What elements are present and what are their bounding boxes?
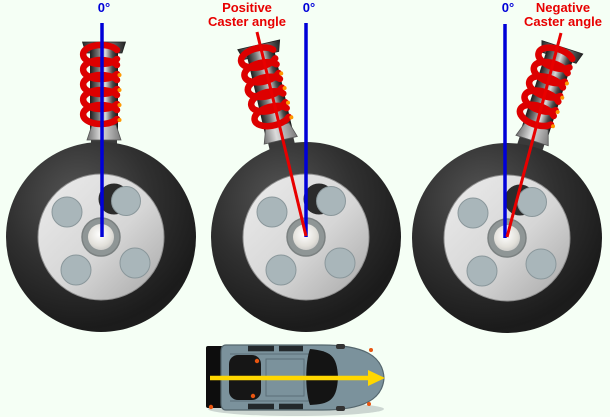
negative-caster-label-line2: Caster angle bbox=[523, 14, 603, 29]
positive-caster-label-line2: Caster angle bbox=[207, 14, 287, 29]
strut-spring-left bbox=[83, 42, 126, 150]
axis-label-right: 0° bbox=[501, 0, 515, 15]
positive-caster-line bbox=[255, 31, 308, 237]
strut-spring-center-positive bbox=[238, 40, 304, 155]
car-marker-lights bbox=[208, 348, 373, 410]
negative-caster-label-line1: Negative bbox=[535, 0, 591, 15]
car-top-view bbox=[206, 344, 385, 416]
negative-caster-line bbox=[505, 32, 563, 238]
positive-caster-label: Positive Caster angle bbox=[187, 1, 307, 29]
wheel-right bbox=[411, 142, 603, 334]
strut-spring-right-negative bbox=[509, 41, 583, 157]
car-mirrors bbox=[336, 344, 345, 411]
car-door-tops bbox=[248, 345, 303, 410]
car-panel-seams bbox=[230, 353, 320, 402]
negative-caster-label: Negative Caster angle bbox=[503, 1, 610, 29]
axis-label-left: 0° bbox=[97, 0, 111, 15]
positive-caster-label-line1: Positive bbox=[222, 0, 272, 15]
axis-label-center: 0° bbox=[302, 0, 316, 15]
direction-arrow-icon bbox=[210, 370, 385, 386]
